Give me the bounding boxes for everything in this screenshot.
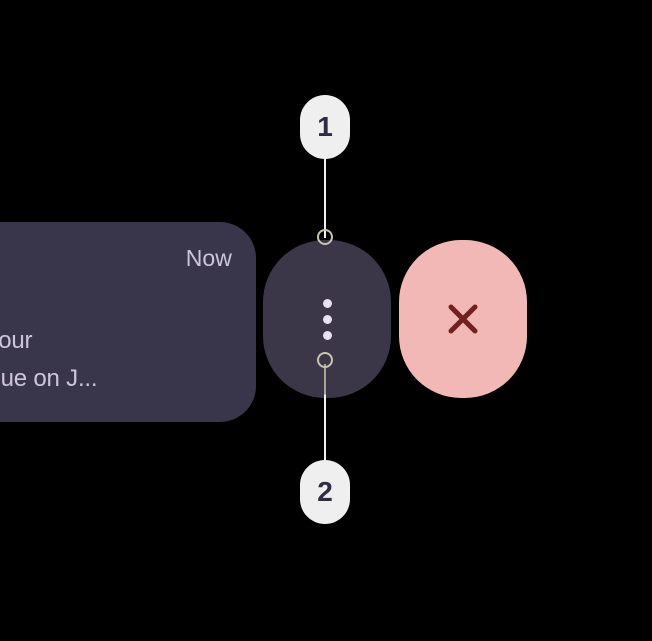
- callout-anchor-ring-2: [317, 352, 333, 368]
- callout-badge-1: 1: [300, 95, 350, 159]
- notification-app-title: bank: [0, 288, 256, 322]
- overflow-menu-button[interactable]: [263, 240, 391, 398]
- callout-leader-line-1: [324, 156, 326, 238]
- notification-body-line-1: der: Your: [0, 327, 33, 354]
- notification-content: bank der: Your nt is due on J...: [0, 288, 256, 398]
- notification-body-line-2: nt is due on J...: [0, 365, 98, 392]
- notification-timestamp: Now: [185, 245, 232, 271]
- notification-card[interactable]: Now bank der: Your nt is due on J...: [0, 222, 256, 422]
- callout-anchor-ring-1: [317, 229, 333, 245]
- dismiss-button[interactable]: [399, 240, 527, 398]
- callout-badge-2: 2: [300, 460, 350, 524]
- close-x-icon: [448, 304, 478, 334]
- callout-leader-line-2: [324, 364, 326, 464]
- three-dots-vertical-icon: [322, 298, 332, 340]
